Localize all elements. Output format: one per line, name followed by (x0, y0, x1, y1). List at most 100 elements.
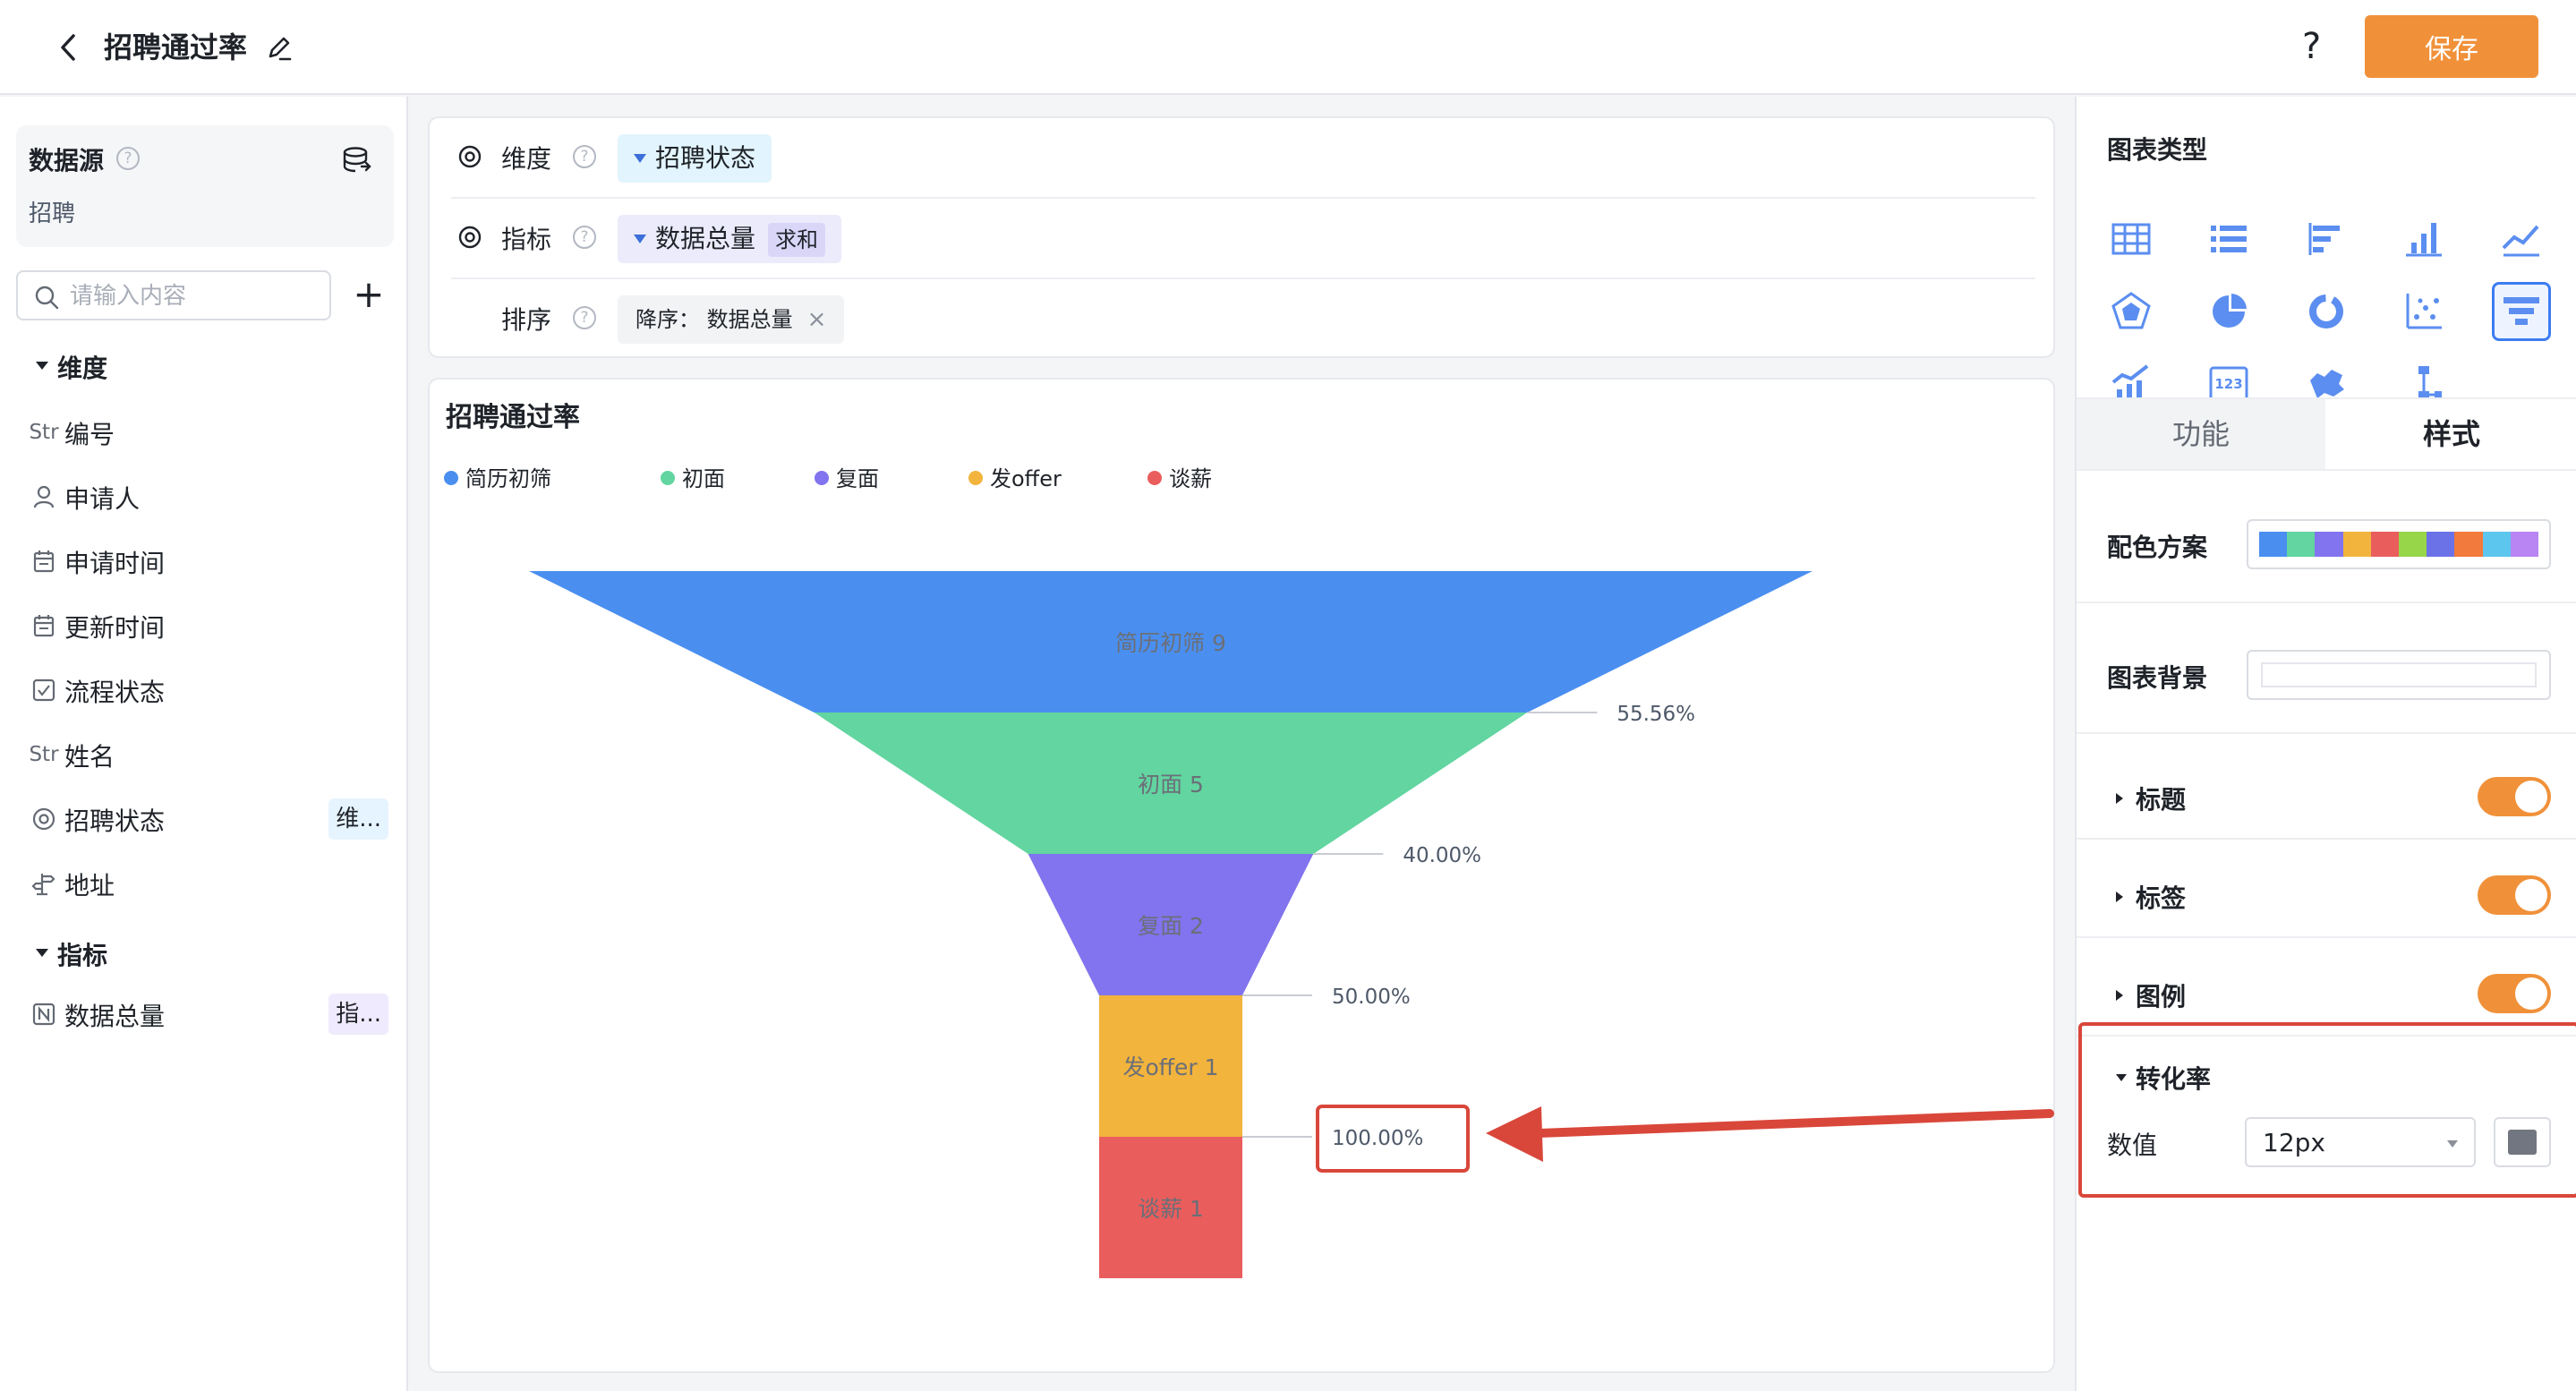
dimension-help-icon[interactable]: ? (573, 145, 596, 168)
horizontal-bar-icon (2308, 223, 2340, 255)
metric-field-item[interactable]: 数据总量 指... (29, 992, 396, 1037)
metric-group-title[interactable]: 指标 (57, 941, 108, 970)
palette-label: 配色方案 (2107, 533, 2208, 562)
dimension-pill-text: 招聘状态 (655, 143, 756, 173)
funnel-icon (2503, 297, 2539, 325)
metric-pill-text: 数据总量 (655, 224, 756, 253)
section-toggle[interactable] (2478, 777, 2551, 816)
dimension-field-item[interactable]: 地址 (29, 861, 396, 906)
conversion-value-label: 数值 (2107, 1131, 2158, 1160)
dimension-row: 维度 ? 招聘状态 (451, 118, 2035, 199)
palette-swatch (2315, 532, 2343, 557)
palette-swatch (2482, 532, 2511, 557)
chart-type-radar[interactable] (2102, 282, 2161, 341)
section-label[interactable]: 标签 (2136, 883, 2187, 913)
database-switch-icon[interactable] (340, 145, 372, 174)
palette-selector[interactable] (2247, 519, 2551, 569)
section-toggle[interactable] (2478, 875, 2551, 915)
dimension-field-item[interactable]: 更新时间 (29, 603, 396, 648)
metric-help-icon[interactable]: ? (573, 226, 596, 249)
chart-title: 招聘通过率 (446, 402, 580, 433)
dimension-field-label: 地址 (64, 871, 115, 900)
tab-style[interactable]: 样式 (2327, 399, 2576, 469)
chart-type-scatter[interactable] (2394, 282, 2453, 341)
datasource-card: 数据源 ? 招聘 (16, 125, 394, 247)
section-toggle[interactable] (2478, 974, 2551, 1013)
chart-type-table[interactable] (2102, 209, 2161, 269)
field-sidebar: 数据源 ? 招聘 + 维度 Str编号申请人申请时间更新时间流程状态Str姓名招… (0, 97, 408, 1391)
metric-row: 指标 ? 数据总量求和 (451, 199, 2035, 279)
chart-type-tree[interactable] (2394, 354, 2453, 414)
dimension-group-caret-icon[interactable] (36, 362, 48, 370)
dimension-pill[interactable]: 招聘状态 (618, 134, 772, 183)
save-button[interactable]: 保存 (2365, 15, 2538, 78)
datasource-title: 数据源 (29, 146, 105, 175)
chart-type-horizontal-bar[interactable] (2297, 209, 2356, 269)
dimension-field-item[interactable]: 申请时间 (29, 539, 396, 584)
add-field-button[interactable]: + (353, 272, 385, 316)
section-expand-caret-icon[interactable] (2116, 793, 2123, 804)
chart-type-pie[interactable] (2199, 282, 2258, 341)
funnel-segment (1099, 1137, 1242, 1278)
field-search-box[interactable] (16, 270, 331, 320)
section-expand-caret-icon[interactable] (2116, 990, 2123, 1001)
funnel-segment (1099, 995, 1242, 1137)
chart-type-line[interactable] (2492, 209, 2551, 269)
help-icon[interactable]: ? (2302, 26, 2322, 67)
metric-in-use-tag[interactable]: 指... (328, 994, 388, 1035)
datasource-help-icon[interactable]: ? (116, 147, 140, 170)
section-label[interactable]: 标题 (2136, 785, 2187, 815)
chart-type-map[interactable] (2297, 354, 2356, 414)
tab-function[interactable]: 功能 (2077, 399, 2325, 469)
metric-group-caret-icon[interactable] (36, 949, 48, 957)
sort-pill[interactable]: 降序： 数据总量 × (618, 295, 845, 344)
sort-pill-text: 降序： 数据总量 (635, 307, 793, 332)
palette-swatch (2454, 532, 2483, 557)
panel-tabs: 功能 样式 (2077, 397, 2576, 471)
aggregation-tag[interactable]: 求和 (768, 223, 826, 257)
font-size-select[interactable]: 12px (2245, 1117, 2476, 1167)
funnel-segment (814, 713, 1528, 854)
toggle-knob (2515, 977, 2547, 1010)
dimension-field-label: 姓名 (64, 742, 115, 772)
metric-field-label: 数据总量 (64, 1002, 166, 1031)
section-label[interactable]: 图例 (2136, 982, 2187, 1011)
dimension-field-item[interactable]: 申请人 (29, 474, 396, 519)
background-color-picker[interactable] (2247, 650, 2551, 700)
legend-label: 发offer (990, 466, 1062, 491)
metric-pill[interactable]: 数据总量求和 (618, 215, 842, 263)
dimension-field-item[interactable]: 招聘状态 维... (29, 797, 396, 841)
conversion-color-picker[interactable] (2494, 1117, 2551, 1167)
dimension-field-item[interactable]: 流程状态 (29, 668, 396, 713)
edit-pencil-icon[interactable] (265, 32, 294, 63)
divider (2077, 936, 2576, 938)
close-icon[interactable]: × (806, 306, 827, 333)
date-type-icon (29, 546, 59, 576)
chart-type-funnel[interactable] (2492, 282, 2551, 341)
divider (2077, 1035, 2576, 1037)
background-label: 图表背景 (2107, 663, 2208, 693)
dimension-field-label: 流程状态 (64, 678, 166, 707)
divider (2077, 602, 2576, 603)
legend-marker (444, 471, 458, 485)
scatter-icon (2406, 294, 2442, 329)
conversion-section-label[interactable]: 转化率 (2136, 1064, 2212, 1094)
dimension-field-label: 招聘状态 (64, 806, 166, 836)
sort-help-icon[interactable]: ? (573, 306, 596, 329)
conversion-caret-icon[interactable] (2116, 1074, 2127, 1081)
chart-type-donut[interactable] (2297, 282, 2356, 341)
section-expand-caret-icon[interactable] (2116, 892, 2123, 902)
chart-type-combo[interactable] (2102, 354, 2161, 414)
divider (2077, 732, 2576, 734)
dimension-group-title[interactable]: 维度 (57, 354, 108, 383)
dimension-in-use-tag[interactable]: 维... (328, 798, 388, 840)
back-arrow-icon[interactable] (54, 30, 82, 64)
chart-type-bar[interactable] (2394, 209, 2453, 269)
field-search-input[interactable] (70, 279, 320, 313)
string-type-icon: Str (29, 421, 59, 444)
chart-type-list[interactable] (2199, 209, 2258, 269)
funnel-segment-label: 复面 2 (1138, 913, 1204, 939)
